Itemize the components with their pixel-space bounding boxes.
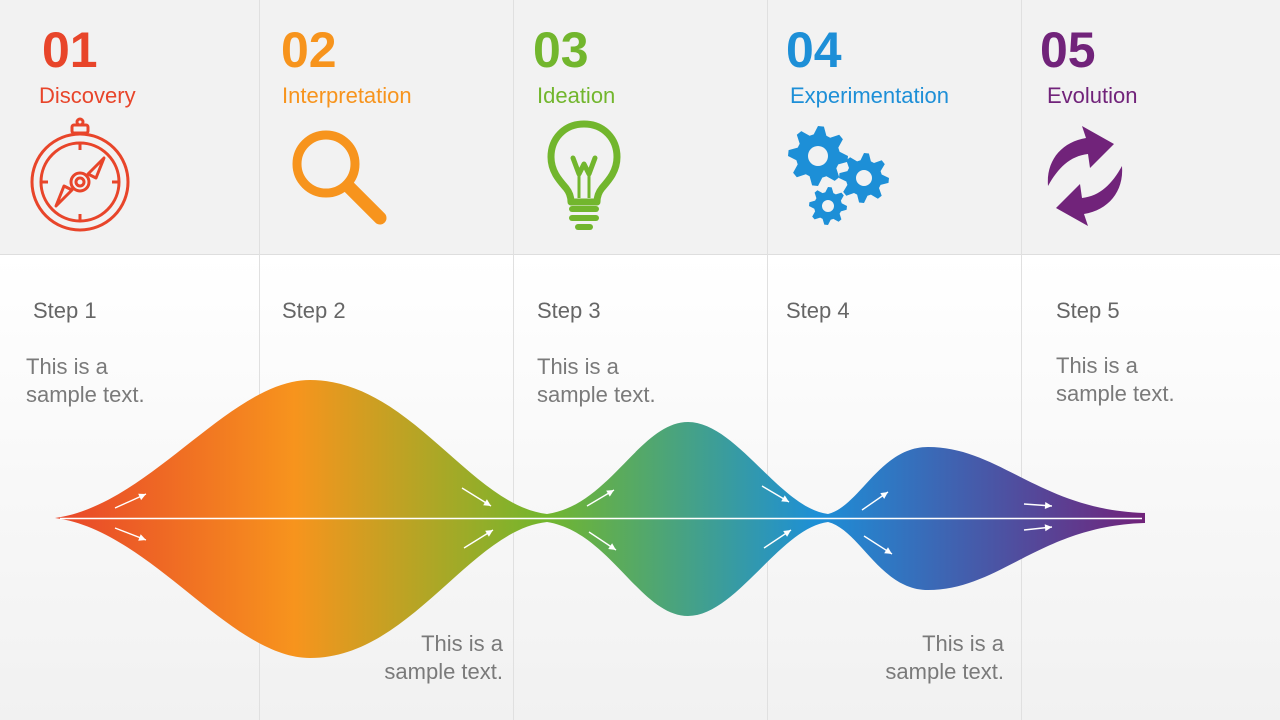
stage-title-2: Interpretation: [282, 83, 412, 108]
stage-number-2: 02: [281, 22, 337, 78]
description-line: sample text.: [384, 659, 503, 684]
gear-shape: [809, 187, 847, 225]
description-line: This is a: [26, 354, 108, 379]
lightbulb-icon: [547, 120, 621, 230]
flow-arrows: [114, 485, 1053, 555]
column-divider: [767, 0, 768, 720]
description-line: This is a: [1056, 353, 1138, 378]
flow-arrow-head: [1044, 524, 1052, 532]
step-label-1: Step 1: [33, 298, 97, 323]
stage-number-5: 05: [1040, 22, 1096, 78]
stage-number-3: 03: [533, 22, 589, 78]
step-description-2: This is a sample text.: [303, 630, 503, 686]
step-description-3: This is a sample text.: [537, 353, 737, 409]
step-description-5: This is a sample text.: [1056, 352, 1256, 408]
stage-number-4: 04: [786, 22, 842, 78]
description-line: sample text.: [1056, 381, 1175, 406]
stage-title-3: Ideation: [537, 83, 616, 108]
stage-title-5: Evolution: [1047, 83, 1138, 108]
step-description-1: This is a sample text.: [26, 353, 226, 409]
gears-icon: [788, 126, 889, 225]
stage-title-4: Experimentation: [790, 83, 949, 108]
description-line: This is a: [922, 631, 1004, 656]
description-line: sample text.: [26, 382, 145, 407]
column-divider: [1021, 0, 1022, 720]
column-divider: [513, 0, 514, 720]
flow-arrow-head: [880, 492, 888, 499]
column-divider: [259, 0, 260, 720]
step-description-4: This is a sample text.: [804, 630, 1004, 686]
flow-arrow-head: [606, 490, 614, 497]
flow-arrow-head: [138, 493, 146, 501]
magnifier-icon: [292, 130, 387, 225]
description-line: This is a: [537, 354, 619, 379]
stage-title-1: Discovery: [39, 83, 136, 108]
step-label-4: Step 4: [786, 298, 850, 323]
stage-number-1: 01: [42, 22, 98, 78]
flow-arrow-head: [783, 530, 791, 537]
cycle-arrows-icon: [1047, 126, 1123, 226]
gear-shape: [788, 126, 848, 186]
flow-arrow-head: [781, 495, 789, 502]
gear-shape: [839, 153, 889, 203]
flow-arrow-head: [483, 499, 491, 506]
flow-arrow-head: [138, 534, 146, 541]
flow-arrow-head: [608, 543, 616, 550]
description-line: This is a: [421, 631, 503, 656]
compass-icon: [30, 117, 130, 232]
description-line: sample text.: [885, 659, 1004, 684]
step-label-3: Step 3: [537, 298, 601, 323]
description-line: sample text.: [537, 382, 656, 407]
flow-arrow-head: [884, 547, 892, 554]
flow-arrow-head: [1044, 502, 1052, 509]
step-label-5: Step 5: [1056, 298, 1120, 323]
step-label-2: Step 2: [282, 298, 346, 323]
flow-arrow-head: [485, 530, 493, 537]
